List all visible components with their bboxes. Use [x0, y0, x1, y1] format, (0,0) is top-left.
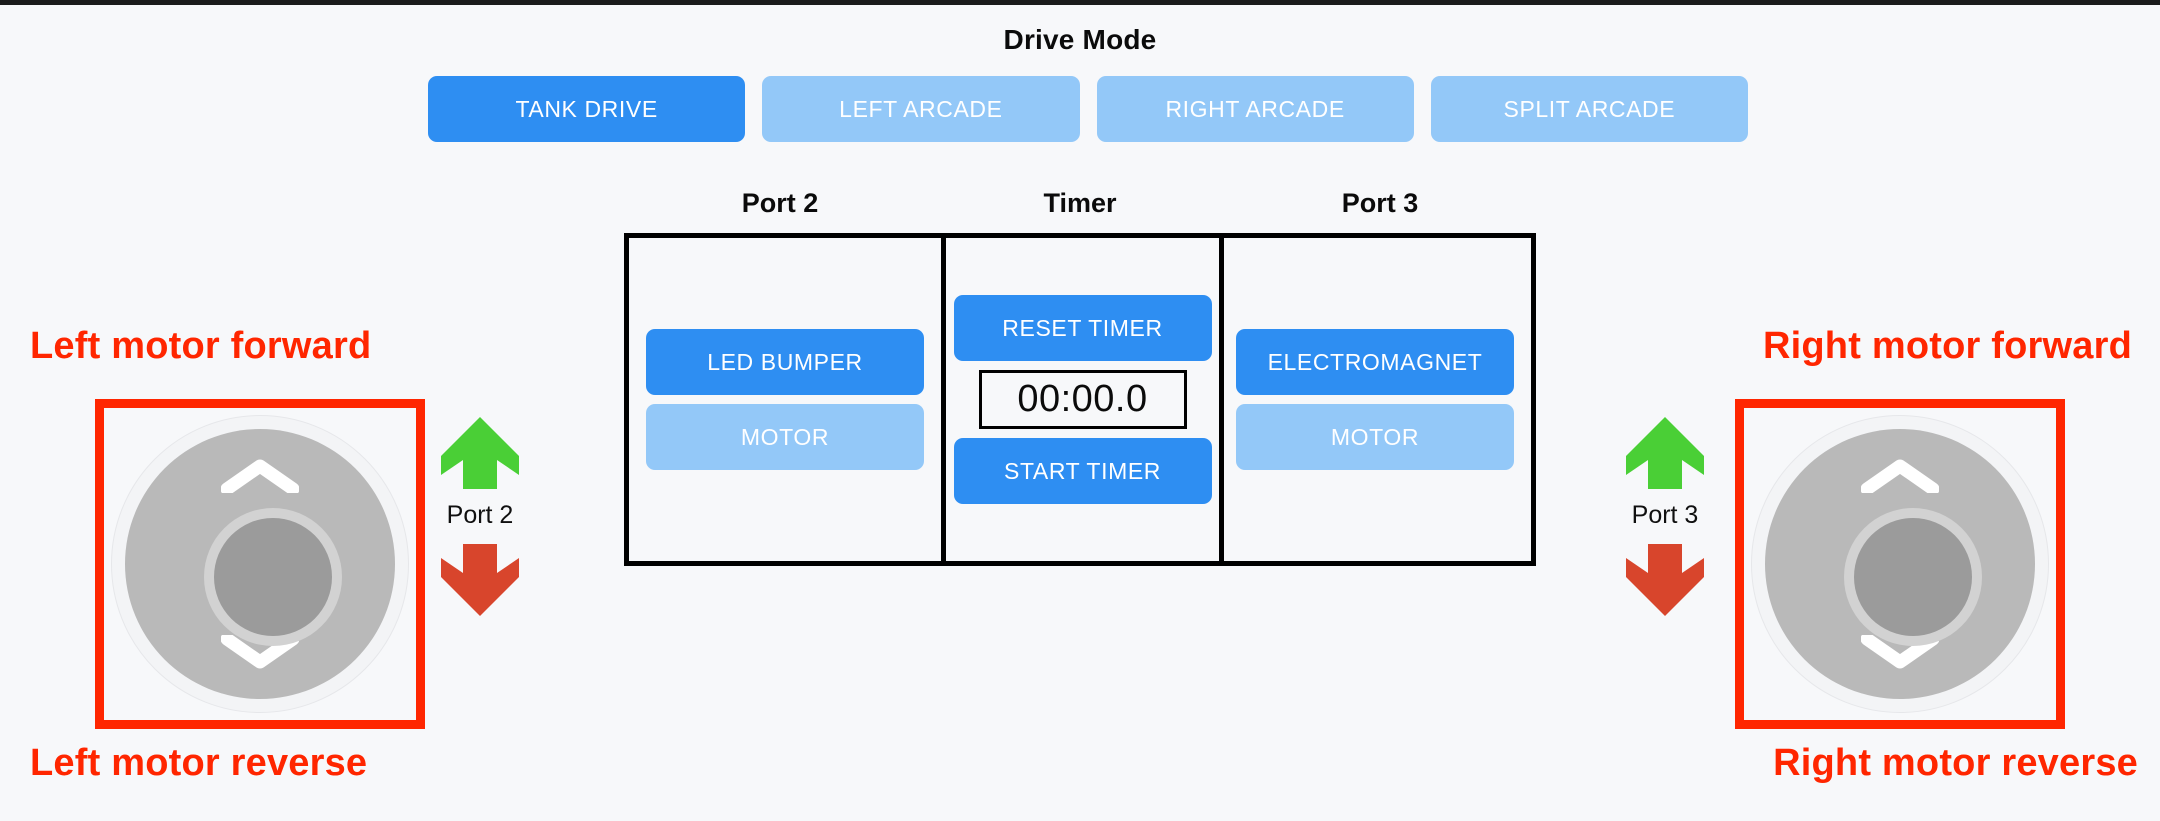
- reset-timer-button[interactable]: RESET TIMER: [953, 295, 1212, 361]
- right-port-indicator: Port 3: [1605, 415, 1725, 618]
- mode-button-right-arcade[interactable]: RIGHT ARCADE: [1096, 76, 1414, 142]
- center-control-panel: LED BUMPER MOTOR RESET TIMER 00:00.0 STA…: [624, 233, 1536, 566]
- annotation-right-motor-forward: Right motor forward: [1763, 325, 2132, 367]
- led-bumper-button[interactable]: LED BUMPER: [646, 329, 924, 395]
- chevron-down-icon: [1861, 635, 1939, 669]
- arrow-down-icon: [441, 544, 519, 616]
- right-port-label: Port 3: [1631, 501, 1699, 529]
- right-joystick-region: [1735, 399, 2065, 729]
- annotation-left-motor-forward: Left motor forward: [30, 325, 372, 367]
- drive-mode-button-group: TANK DRIVE LEFT ARCADE RIGHT ARCADE SPLI…: [428, 76, 1748, 142]
- mode-button-left-arcade[interactable]: LEFT ARCADE: [762, 76, 1080, 142]
- annotation-left-motor-reverse: Left motor reverse: [30, 742, 368, 784]
- port2-column: LED BUMPER MOTOR: [629, 238, 941, 561]
- left-joystick-region: [95, 399, 425, 729]
- timer-display: 00:00.0: [978, 370, 1187, 429]
- left-joystick-base: [125, 429, 395, 699]
- arrow-up-icon: [1626, 417, 1704, 489]
- right-joystick-knob[interactable]: [1854, 518, 1972, 636]
- left-port-indicator: Port 2: [420, 415, 540, 618]
- arrow-down-icon: [1626, 544, 1704, 616]
- port3-motor-button[interactable]: MOTOR: [1236, 404, 1514, 470]
- right-joystick-base: [1765, 429, 2035, 699]
- panel-label-port2: Port 2: [741, 188, 819, 218]
- left-joystick-highlight-box: [95, 399, 425, 729]
- mode-button-split-arcade[interactable]: SPLIT ARCADE: [1430, 76, 1748, 142]
- timer-column: RESET TIMER 00:00.0 START TIMER: [941, 238, 1224, 561]
- start-timer-button[interactable]: START TIMER: [953, 438, 1212, 504]
- panel-header-row: Port 2 Timer Port 3: [624, 188, 1536, 219]
- chevron-up-icon: [221, 459, 299, 493]
- arrow-up-icon: [441, 417, 519, 489]
- annotation-right-motor-reverse: Right motor reverse: [1773, 742, 2138, 784]
- chevron-up-icon: [1861, 459, 1939, 493]
- panel-label-port3: Port 3: [1341, 188, 1419, 218]
- mode-button-tank-drive[interactable]: TANK DRIVE: [428, 76, 746, 142]
- chevron-down-icon: [221, 635, 299, 669]
- left-joystick[interactable]: [111, 415, 409, 713]
- port2-motor-button[interactable]: MOTOR: [646, 404, 924, 470]
- electromagnet-button[interactable]: ELECTROMAGNET: [1236, 329, 1514, 395]
- drive-mode-title: Drive Mode: [1003, 24, 1157, 55]
- left-port-label: Port 2: [446, 501, 514, 529]
- right-joystick-highlight-box: [1735, 399, 2065, 729]
- left-joystick-knob[interactable]: [214, 518, 332, 636]
- port3-column: ELECTROMAGNET MOTOR: [1224, 238, 1526, 561]
- top-bar: [0, 0, 2160, 5]
- right-joystick[interactable]: [1751, 415, 2049, 713]
- panel-label-timer: Timer: [1043, 188, 1117, 218]
